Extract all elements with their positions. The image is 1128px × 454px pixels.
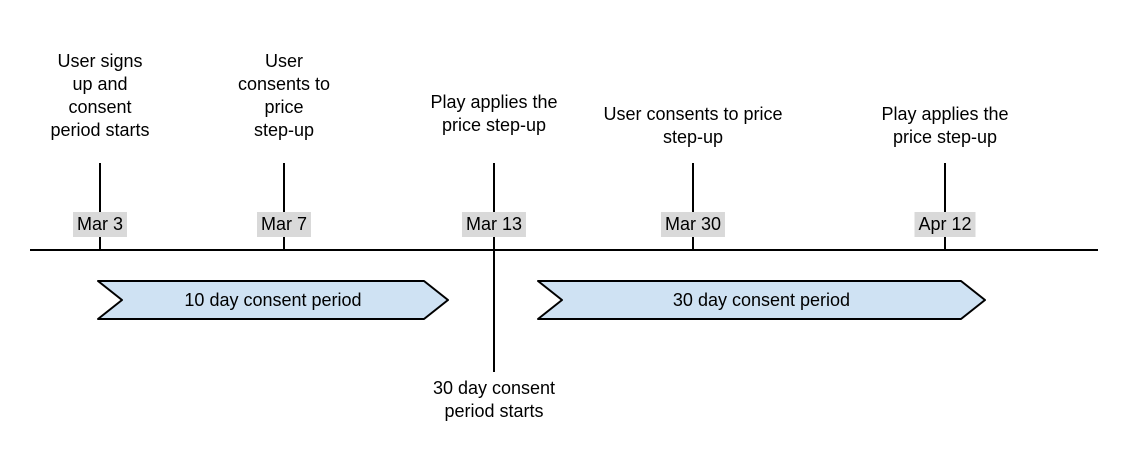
event-label-user-consents-2: User consents to price step-up	[603, 104, 783, 147]
period-label-10-day: 10 day consent period	[184, 289, 362, 310]
event-date-mar-3: Mar 3	[72, 212, 128, 237]
period-label-30-day: 30 day consent period	[672, 290, 851, 310]
event-label-play-applies-1: Play applies the price step-up	[430, 92, 558, 135]
event-tick-apr-12	[944, 163, 946, 251]
event-date-mar-30: Mar 30	[660, 212, 726, 237]
event-label-user-signs-up: User signs up and consent period starts	[50, 51, 150, 140]
event-label-play-applies-2: Play applies the price step-up	[881, 104, 1009, 147]
event-tick-mar-7	[283, 163, 285, 251]
event-note-30-day-period-starts: 30 day consent period starts	[432, 378, 556, 421]
event-tick-mar-3	[99, 163, 101, 251]
event-date-apr-12: Apr 12	[914, 212, 976, 237]
event-tick-mar-13	[493, 163, 495, 372]
event-date-mar-13: Mar 13	[461, 212, 527, 237]
timeline-axis-line	[30, 249, 1098, 251]
event-label-user-consents-1: User consents to price step-up	[237, 51, 331, 140]
event-date-mar-7: Mar 7	[256, 212, 312, 237]
event-tick-mar-30	[692, 163, 694, 251]
